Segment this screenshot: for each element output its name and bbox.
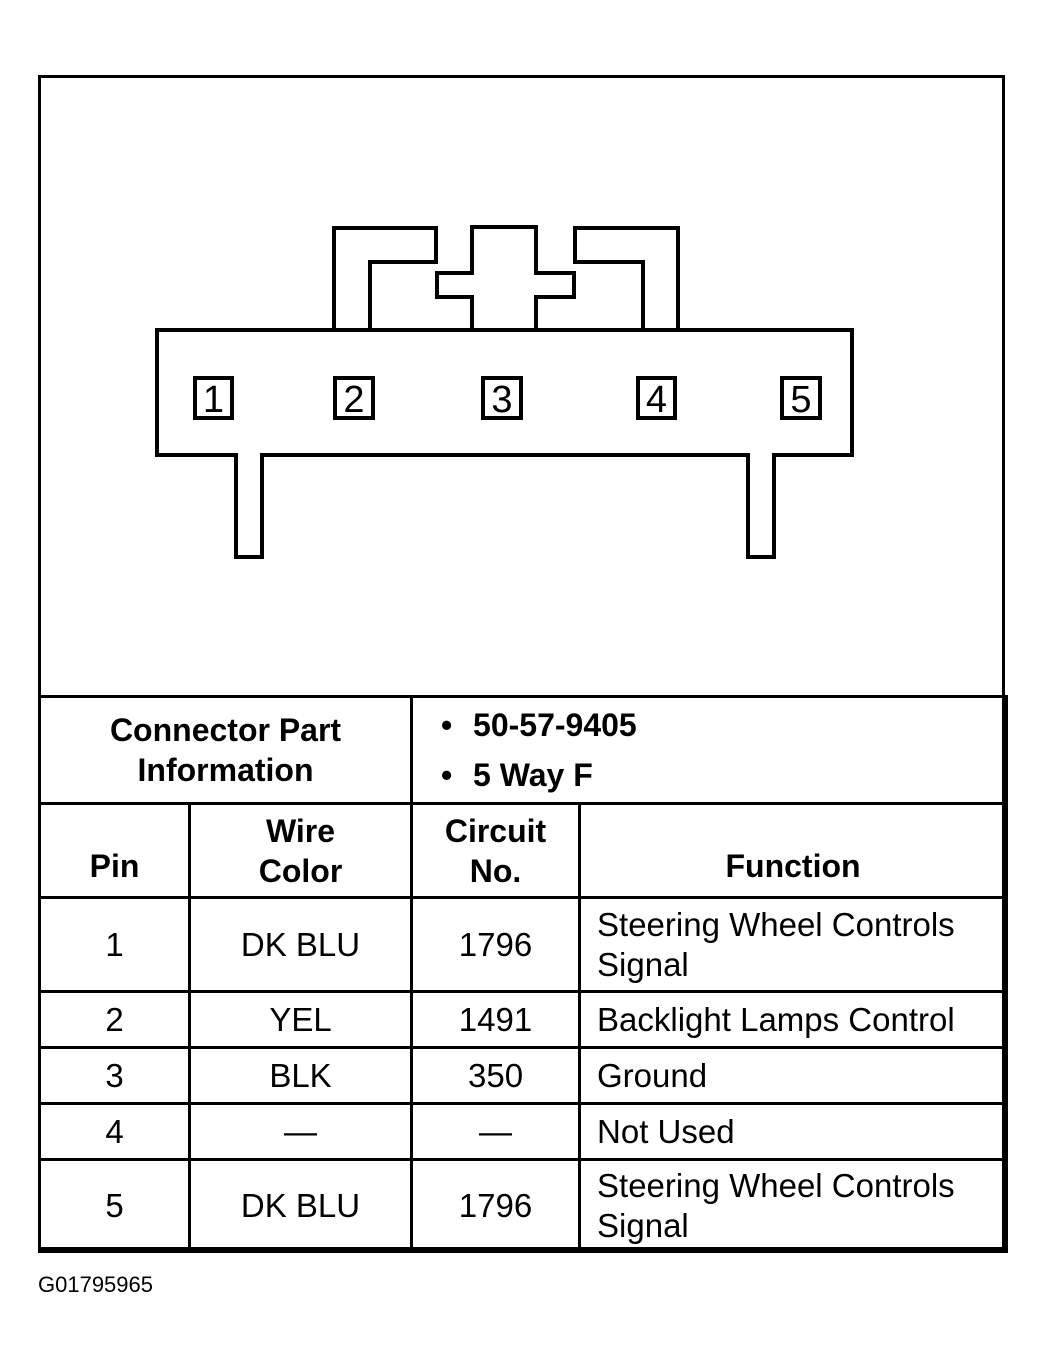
pin-cell: 1 bbox=[38, 896, 191, 993]
pin-cavity: 1 bbox=[193, 376, 234, 421]
pin-cell: 2 bbox=[38, 990, 191, 1049]
wire-color-cell: — bbox=[187, 1102, 414, 1161]
pin-label: 2 bbox=[343, 379, 364, 421]
circuit-cell: — bbox=[410, 1102, 582, 1161]
pin-cavity: 2 bbox=[333, 376, 375, 421]
pin-label: 3 bbox=[491, 379, 512, 421]
header-circuit-line2: No. bbox=[469, 852, 522, 889]
table-header-row: Pin Wire Color Circuit No. Function bbox=[38, 802, 1009, 899]
pin-cell: 4 bbox=[38, 1102, 191, 1161]
function-line2: Signal bbox=[597, 1206, 689, 1244]
part-info-label-line2: Information bbox=[137, 752, 314, 788]
function-line2: Signal bbox=[597, 945, 689, 983]
connector-type: 5 Way F bbox=[441, 750, 1005, 800]
part-number: 50-57-9405 bbox=[441, 700, 1005, 750]
circuit-cell: 350 bbox=[410, 1046, 582, 1105]
function-cell: Steering Wheel Controls Signal bbox=[578, 896, 1009, 993]
wire-color-cell: BLK bbox=[187, 1046, 414, 1105]
part-info-label: Connector Part Information bbox=[37, 695, 414, 805]
wire-color-cell: DK BLU bbox=[187, 896, 414, 993]
part-info-row: Connector Part Information 50-57-9405 5 … bbox=[37, 695, 1009, 805]
connector-diagram: 1 2 3 4 5 bbox=[155, 225, 854, 559]
function-line1: Steering Wheel Controls bbox=[597, 905, 955, 943]
connector-body bbox=[155, 328, 854, 559]
circuit-cell: 1491 bbox=[410, 990, 582, 1049]
figure-id: G01795965 bbox=[38, 1272, 153, 1297]
part-info-label-line1: Connector Part bbox=[109, 712, 342, 748]
function-cell: Ground bbox=[578, 1046, 1009, 1105]
connector-info-table: Connector Part Information 50-57-9405 5 … bbox=[37, 695, 1009, 1253]
circuit-cell: 1796 bbox=[410, 896, 582, 993]
header-wire-color-line1: Wire bbox=[265, 812, 336, 849]
table-row: 5 DK BLU 1796 Steering Wheel Controls Si… bbox=[38, 1158, 1009, 1253]
header-function: Function bbox=[578, 802, 1009, 899]
pin-cavity: 4 bbox=[636, 376, 677, 421]
pin-label: 1 bbox=[203, 379, 224, 421]
header-wire-color-line2: Color bbox=[258, 852, 343, 889]
connector-right-latch bbox=[573, 226, 680, 330]
wire-color-cell: DK BLU bbox=[187, 1158, 414, 1253]
function-cell: Not Used bbox=[578, 1102, 1009, 1161]
connector-left-latch bbox=[332, 226, 438, 330]
table-row: 1 DK BLU 1796 Steering Wheel Controls Si… bbox=[38, 896, 1009, 993]
part-info-values: 50-57-9405 5 Way F bbox=[410, 695, 1009, 805]
pin-label: 4 bbox=[646, 379, 667, 421]
wire-color-cell: YEL bbox=[187, 990, 414, 1049]
pin-cell: 5 bbox=[38, 1158, 191, 1253]
pin-cavity: 5 bbox=[780, 376, 822, 421]
table-row: 4 — — Not Used bbox=[38, 1102, 1009, 1161]
header-pin: Pin bbox=[38, 802, 191, 899]
pin-cell: 3 bbox=[38, 1046, 191, 1105]
header-circuit: Circuit No. bbox=[410, 802, 582, 899]
function-line1: Steering Wheel Controls bbox=[597, 1166, 955, 1204]
table-row: 2 YEL 1491 Backlight Lamps Control bbox=[38, 990, 1009, 1049]
function-cell: Steering Wheel Controls Signal bbox=[578, 1158, 1009, 1253]
function-cell: Backlight Lamps Control bbox=[578, 990, 1009, 1049]
circuit-cell: 1796 bbox=[410, 1158, 582, 1253]
header-circuit-line1: Circuit bbox=[444, 812, 547, 849]
pin-cavity: 3 bbox=[481, 376, 523, 421]
table-row: 3 BLK 350 Ground bbox=[38, 1046, 1009, 1105]
header-wire-color: Wire Color bbox=[187, 802, 414, 899]
pin-label: 5 bbox=[790, 379, 811, 421]
connector-center-key bbox=[435, 225, 576, 330]
